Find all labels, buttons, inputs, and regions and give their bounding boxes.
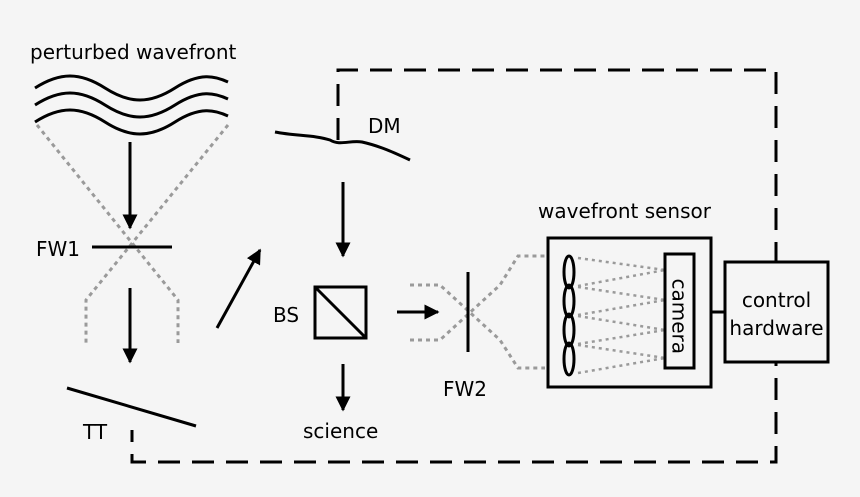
perturbed-wavefront-lines [34,74,229,136]
lenslet-array [562,254,576,377]
camera-box [663,252,696,370]
fw1-label: FW1 [36,237,81,261]
bs-diagonal [313,285,368,340]
control-hardware-label-line1: control [741,288,812,312]
fw2-beam-cone [410,254,545,370]
fw2-label: FW2 [443,377,488,401]
dm-mirror [274,130,411,162]
dm-label: DM [368,114,401,138]
bs-label: BS [273,303,300,327]
perturbed-wavefront-label: perturbed wavefront [30,40,237,64]
camera-label: camera [667,278,692,355]
control-hardware-label-line2: hardware [729,316,824,340]
science-label: science [303,419,379,443]
bs-beam-splitter [313,285,368,340]
tt-label: TT [83,420,108,444]
lenslet-rays [577,256,666,375]
feedback-loop-dashed-line [130,68,778,464]
wavefront-sensor-label: wavefront sensor [538,199,711,223]
tt-mirror [66,386,197,428]
beam-arrows [122,142,440,412]
control-hardware-box [723,260,830,364]
fw1-beam-cone [35,124,230,343]
